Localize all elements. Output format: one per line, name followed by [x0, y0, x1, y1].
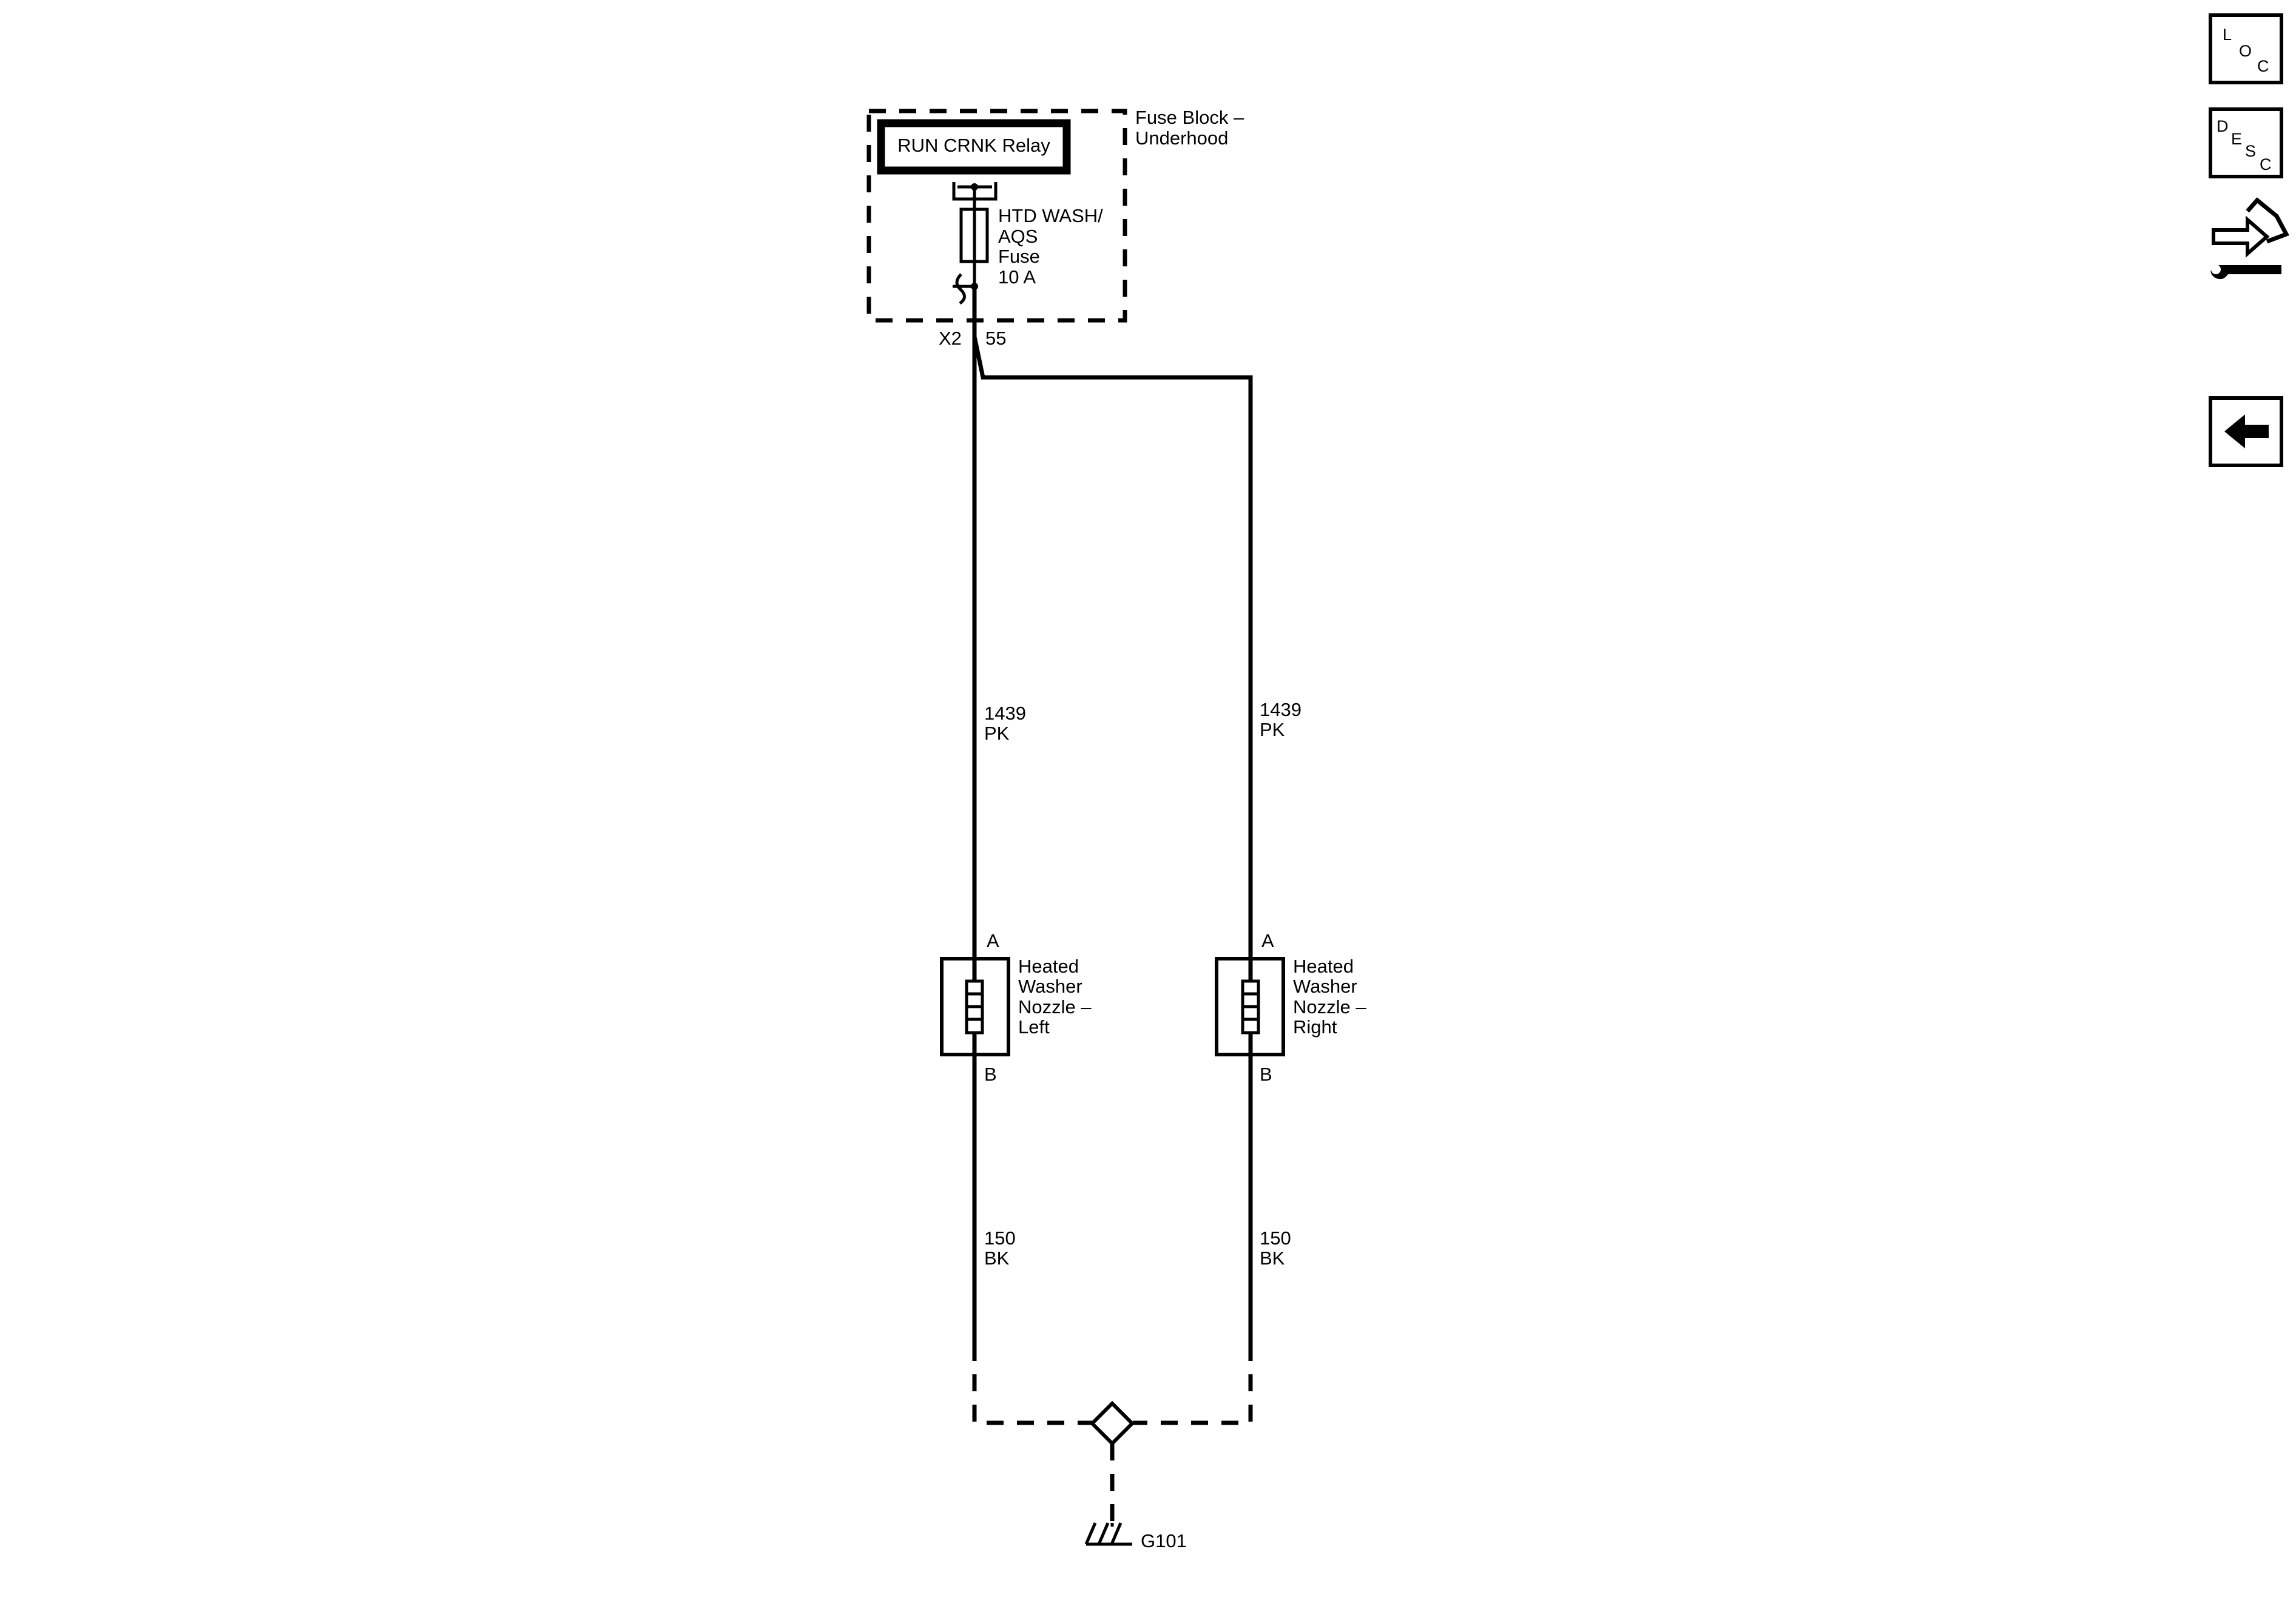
- loc-letter-l: L: [2223, 25, 2232, 44]
- nozzle-right-pin-a: A: [1261, 930, 1274, 951]
- supply-wiring: 1439 PK 1439 PK: [972, 286, 1302, 959]
- splice-pack-diamond: [1089, 1400, 1135, 1447]
- nozzle-right-line1: Heated: [1293, 956, 1354, 977]
- relay-outline: [877, 119, 1071, 175]
- htd-wash-aqs-fuse: HTD WASH/ AQS Fuse 10 A: [959, 205, 1103, 290]
- loc-icon: L O C: [2223, 25, 2269, 75]
- wire-150-right-color: BK: [1260, 1247, 1285, 1269]
- nozzle-left-line1: Heated: [1018, 956, 1079, 977]
- back-button-frame[interactable]: [2209, 396, 2283, 467]
- loc-letter-o: O: [2239, 42, 2252, 60]
- nozzle-right-line4: Right: [1293, 1016, 1337, 1038]
- wire-1439-right: [972, 336, 1253, 959]
- fuse-block-outline: [866, 109, 1127, 323]
- connector-pin-55-label: 55: [985, 328, 1006, 349]
- desc-button-frame[interactable]: [2209, 107, 2283, 178]
- navigation-tool-button[interactable]: [2209, 197, 2289, 285]
- wire-1439-right-color: PK: [1260, 719, 1285, 740]
- fuse-label-line1: HTD WASH/: [998, 205, 1103, 226]
- nozzle-left-line3: Nozzle –: [1018, 996, 1092, 1018]
- nozzle-right-pin-b: B: [1260, 1064, 1272, 1085]
- fuse-block-name-line1: Fuse Block –: [1135, 107, 1244, 128]
- desc-icon: D E S C: [2217, 117, 2272, 174]
- desc-letter-s: S: [2245, 142, 2256, 160]
- wrench-arrows-icon: [2210, 197, 2289, 280]
- back-button[interactable]: [2209, 396, 2283, 467]
- wire-1439-right-circuit: 1439: [1260, 699, 1302, 720]
- heated-washer-nozzle-right: A Heated Washer Nozzle – Right B: [1215, 930, 1366, 1085]
- desc-button[interactable]: D E S C: [2209, 107, 2283, 178]
- nozzle-left-line2: Washer: [1018, 976, 1082, 997]
- ground-splice: [972, 1344, 1253, 1523]
- wire-150-left-color: BK: [984, 1247, 1010, 1269]
- run-crnk-relay: RUN CRNK Relay: [877, 119, 1071, 175]
- fuse-block-name-line2: Underhood: [1135, 127, 1228, 149]
- heated-washer-nozzle-left: A Heated Washer Nozzle – Left B: [940, 930, 1092, 1085]
- loc-button[interactable]: L O C: [2209, 13, 2283, 84]
- connector-x2-label: X2: [939, 328, 962, 349]
- wire-1439-left-circuit: 1439: [984, 703, 1026, 724]
- fuse-label-line3: Fuse: [998, 246, 1040, 267]
- back-arrow-icon: [2224, 414, 2269, 448]
- fuse-label-line4: 10 A: [998, 266, 1036, 288]
- nozzle-left-pin-a: A: [987, 930, 999, 951]
- desc-letter-e: E: [2231, 130, 2242, 148]
- connector-break-symbol: [953, 273, 974, 305]
- nozzle-right-line2: Washer: [1293, 976, 1357, 997]
- ground-wiring: 150 BK 150 BK: [972, 1055, 1291, 1344]
- loc-letter-c: C: [2257, 57, 2269, 75]
- relay-label: RUN CRNK Relay: [897, 135, 1050, 156]
- desc-letter-c: C: [2260, 155, 2272, 174]
- loc-button-frame[interactable]: [2209, 13, 2283, 84]
- nozzle-right-line3: Nozzle –: [1293, 996, 1366, 1018]
- fuse-block-underhood: Fuse Block – Underhood: [866, 107, 1244, 323]
- nozzle-left-pin-b: B: [984, 1064, 997, 1085]
- nozzle-left-line4: Left: [1018, 1016, 1050, 1038]
- wire-150-right-circuit: 150: [1260, 1227, 1291, 1249]
- desc-letter-d: D: [2217, 117, 2229, 135]
- ground-g101: G101: [1084, 1522, 1187, 1551]
- wire-1439-left-color: PK: [984, 723, 1010, 744]
- fuse-label-line2: AQS: [998, 226, 1038, 247]
- wire-150-left-circuit: 150: [984, 1227, 1016, 1249]
- relay-output-terminal: [952, 182, 998, 209]
- ground-label: G101: [1141, 1530, 1187, 1551]
